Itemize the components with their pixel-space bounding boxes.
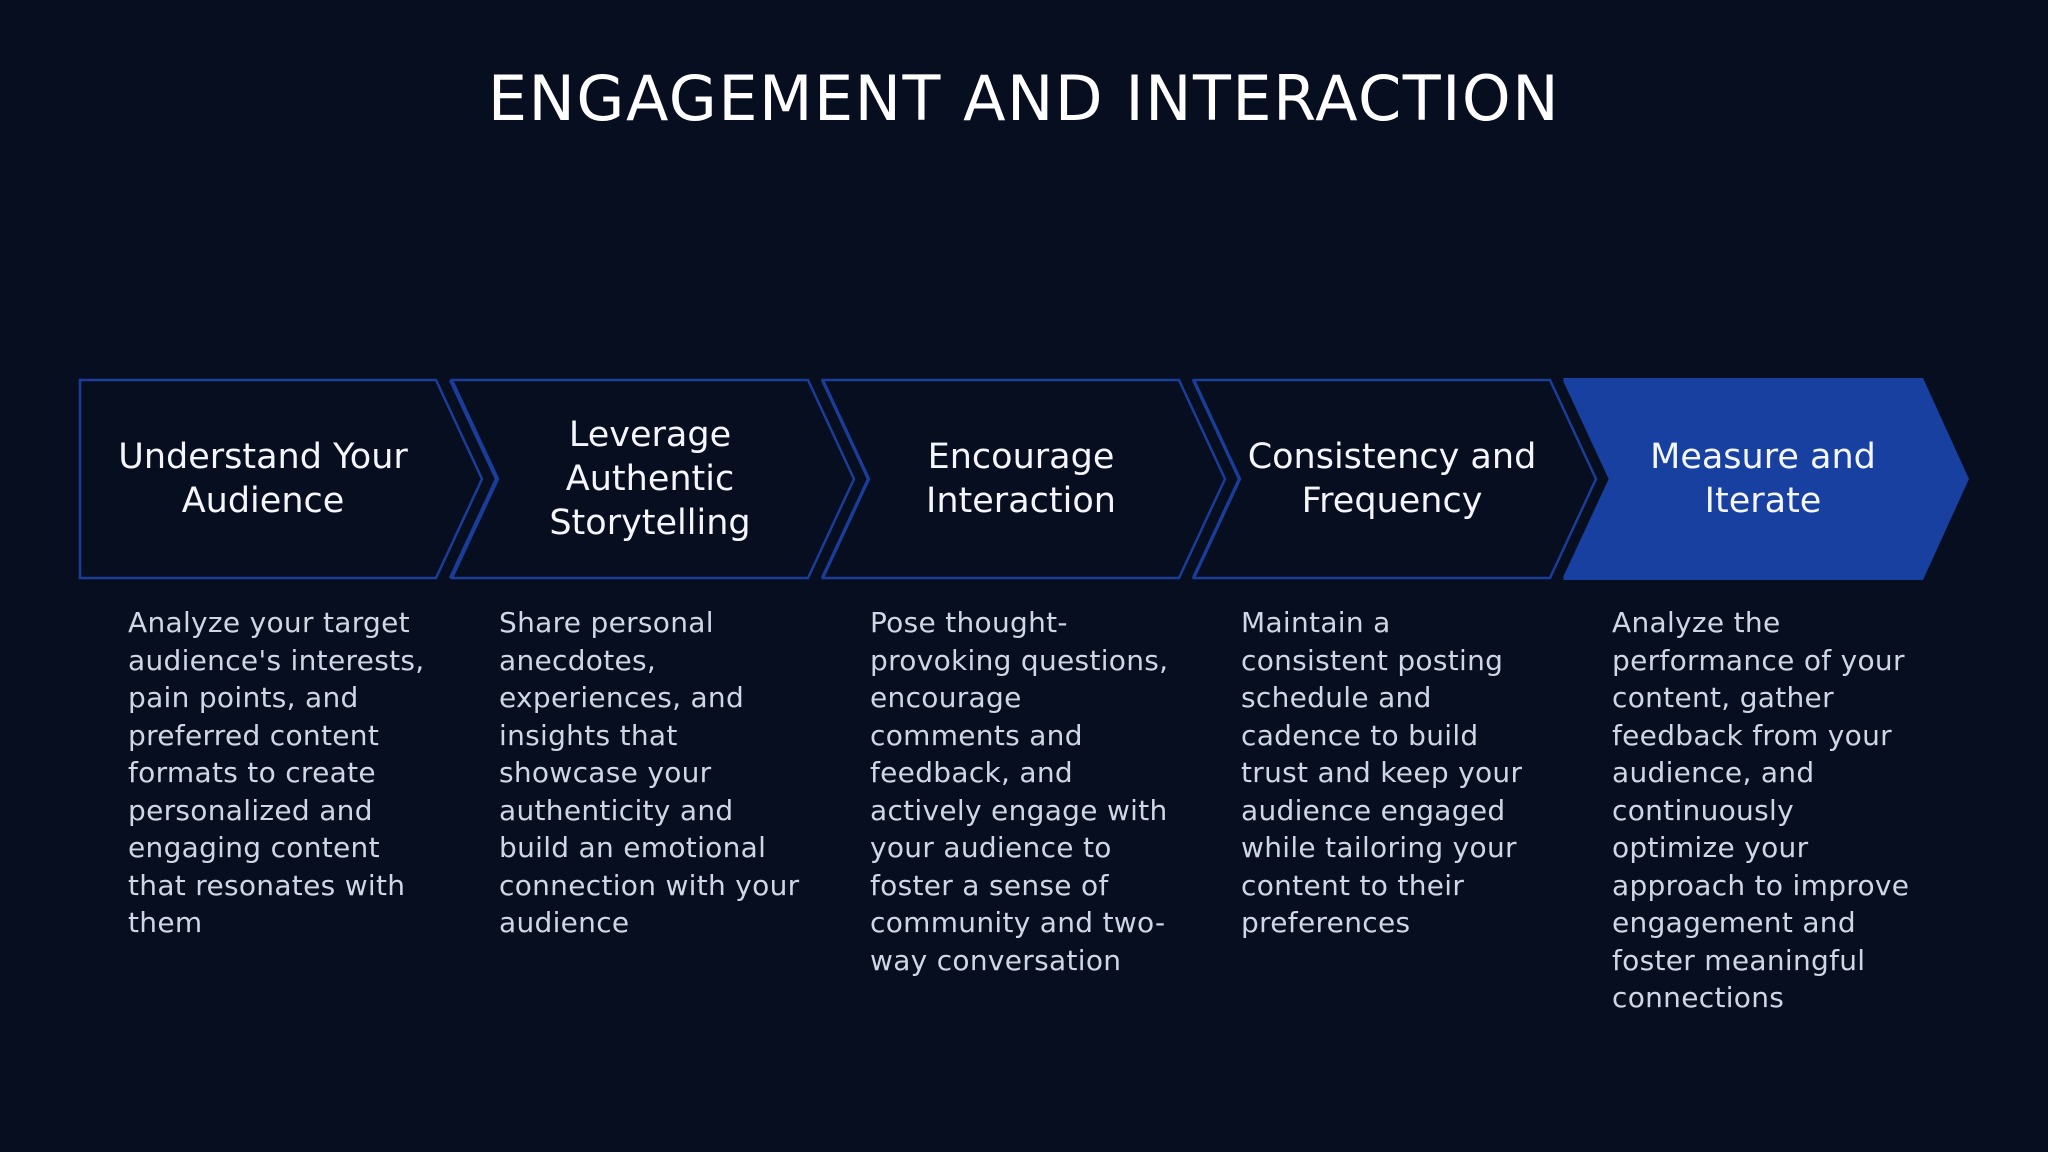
chevron-shape [78,378,498,580]
step-1-description: Analyze your target audience's interests… [128,606,425,939]
step-2-label: Leverage Authentic Storytelling [549,415,751,543]
step-5-label: Measure and Iterate [1650,437,1876,521]
chevron-shape-active [1563,378,1969,580]
step-4-description: Maintain a consistent posting schedule a… [1241,606,1523,939]
step-3-chevron: Encourage Interaction [821,378,1241,580]
step-3-description: Pose thought-provoking questions, encour… [870,606,1169,977]
step-4-chevron: Consistency and Frequency [1192,378,1612,580]
step-1-chevron: Understand Your Audience [78,378,498,580]
step-5-chevron: Measure and Iterate [1563,378,1973,580]
page-title: ENGAGEMENT AND INTERACTION [487,62,1561,135]
step-5-description: Analyze the performance of your content,… [1612,606,1910,1014]
step-4-label: Consistency and Frequency [1247,437,1537,521]
step-3-label: Encourage Interaction [926,437,1116,521]
step-1-label: Understand Your Audience [118,437,408,521]
step-2-chevron: Leverage Authentic Storytelling [450,378,870,580]
step-2-description: Share personal anecdotes, experiences, a… [499,606,800,939]
